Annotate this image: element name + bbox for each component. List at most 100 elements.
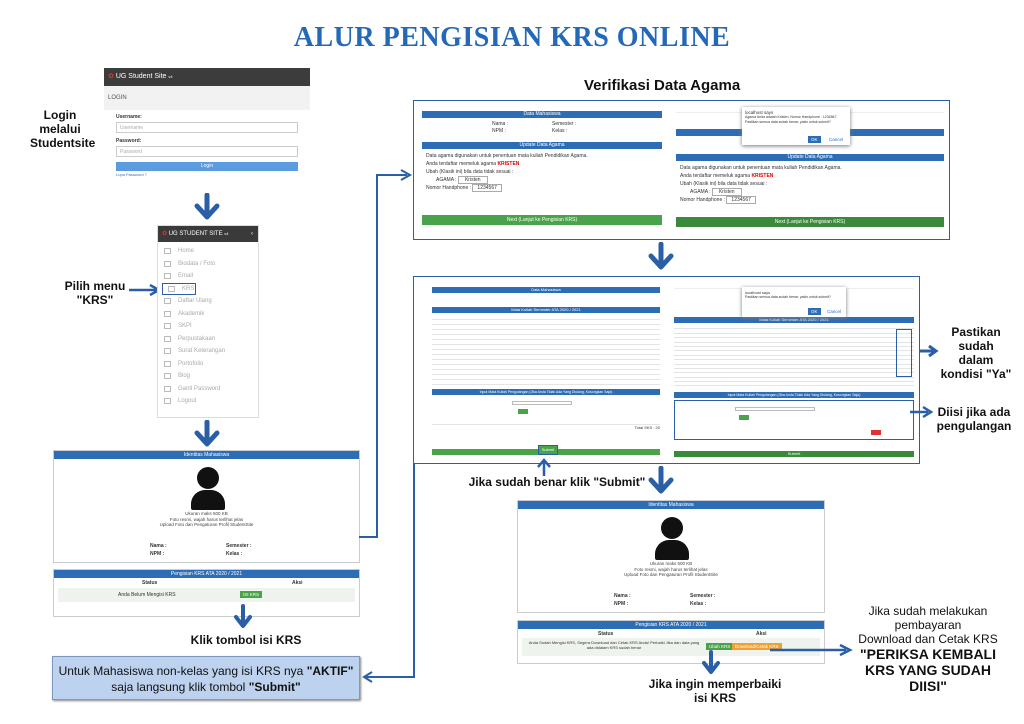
sidebar-item-daftar-ulang[interactable]: Daftar Ulang <box>158 295 258 308</box>
sidebar-item-label: Biodata / Foto <box>178 260 216 267</box>
sidebar-item-ganti-password[interactable]: Ganti Password <box>158 383 258 396</box>
sidebar-item-portofolio[interactable]: Portofolio <box>158 358 258 371</box>
menu-icon <box>164 373 171 379</box>
photo-note-1: Ukuran maks 500 KB <box>649 561 693 566</box>
arrow-right-icon <box>770 643 853 657</box>
download-krs-button[interactable]: Download/Cetak KRS <box>732 643 782 650</box>
ug-logo-icon: ✿ <box>108 73 114 80</box>
password-input[interactable]: Password <box>116 146 298 157</box>
table-row <box>432 355 660 360</box>
sidebar-item-surat-keterangan[interactable]: Surat Keterangan <box>158 345 258 358</box>
hp-input[interactable]: 1234567 <box>472 184 502 192</box>
sidebar-item-biodata-foto[interactable]: Biodata / Foto <box>158 258 258 271</box>
total-sks: Total SKS : 20 <box>634 425 660 430</box>
ubah-krs-button[interactable]: Ubah KRS <box>706 643 734 650</box>
agama-info-1: Data agama digunakan untuk penentuan mat… <box>680 165 842 171</box>
dialog-ok-button[interactable]: OK <box>808 136 821 143</box>
table-row <box>432 360 660 365</box>
kelas-label: Kelas : <box>226 551 243 557</box>
avatar-icon <box>191 467 225 510</box>
brand-name: UG Student Site <box>115 73 167 80</box>
table-row <box>432 320 660 325</box>
hp-input[interactable]: 1234567 <box>726 196 756 204</box>
login-button[interactable]: Login <box>116 162 298 171</box>
update-agama-header: Update Data Agama <box>676 154 944 161</box>
krs-form-right: Mata Kuliah Semester ATA 2020 / 2021 Inp… <box>674 283 914 457</box>
ulang-select[interactable] <box>735 407 815 412</box>
sidebar-item-logout[interactable]: Logout <box>158 395 258 408</box>
hapus-button[interactable] <box>871 430 881 436</box>
status-text: Anda Sudah Mengisi KRS, Segera Download … <box>528 640 700 650</box>
table-row <box>674 329 914 334</box>
username-input[interactable]: Username <box>116 122 298 133</box>
sidebar-item-label: Portofolio <box>178 360 204 367</box>
mk-table <box>674 323 914 388</box>
ulang-header: Input Mata Kuliah Pengulangan (Jika Anda… <box>674 392 914 399</box>
lupa-password-link[interactable]: Lupa Password ? <box>116 172 147 177</box>
ulang-select[interactable] <box>512 401 572 405</box>
table-row <box>674 373 914 378</box>
col-aksi: Aksi <box>756 631 767 637</box>
sidebar-item-email[interactable]: Email <box>158 270 258 283</box>
nama-label: Nama : <box>492 121 509 127</box>
dialog-body: Agama Anda adalah Kristen. Nomor Handpho… <box>745 115 838 124</box>
npm-label: NPM : <box>492 128 506 134</box>
table-row <box>674 325 914 330</box>
agama-value: KRISTEN <box>497 161 520 167</box>
ulang-add-button[interactable] <box>739 415 749 421</box>
connector-arrow-icon <box>362 457 415 683</box>
data-mahasiswa-header: Data Mahasiswa <box>432 287 660 293</box>
caption-verifikasi: Verifikasi Data Agama <box>584 77 741 94</box>
table-row <box>674 378 914 383</box>
agama-info-2: Anda terdaftar memeluk agama <box>680 173 751 179</box>
sidebar-item-label: Email <box>178 273 194 279</box>
sidebar-item-label: Akademik <box>178 310 205 317</box>
dialog-ok-button[interactable]: OK <box>808 308 821 315</box>
username-label: Username: <box>116 114 142 120</box>
sidebar-item-krs[interactable]: KRS <box>162 282 196 295</box>
agama-form-right: Update Data Agama Data agama digunakan u… <box>676 107 944 231</box>
dialog-cancel-button[interactable]: Cancel <box>829 137 844 142</box>
table-row <box>432 330 660 335</box>
next-button[interactable]: Next (Lanjut ke Pengisian KRS) <box>422 215 662 225</box>
submit-button[interactable]: Submit <box>538 445 558 455</box>
menu-icon <box>164 323 171 329</box>
table-row <box>674 365 914 369</box>
submit-button[interactable]: Submit <box>674 451 914 457</box>
agama-select[interactable]: Kristen <box>457 176 488 184</box>
caption-menu: Pilih menu "KRS" <box>64 279 126 307</box>
sidebar-item-skpi[interactable]: SKPI <box>158 320 258 333</box>
table-row <box>674 334 914 339</box>
page-title: ALUR PENGISIAN KRS ONLINE <box>293 22 731 53</box>
sidebar-item-home[interactable]: Home <box>158 245 258 258</box>
agama-select[interactable]: Kristen <box>711 188 742 196</box>
login-screenshot: ✿ UG Student Site v4 LOGIN Username: Use… <box>104 68 310 190</box>
caption-bayar: Jika sudah melakukan pembayaran Download… <box>858 604 998 646</box>
sidebar-item-blog[interactable]: Blog <box>158 370 258 383</box>
sidebar-item-akademik[interactable]: Akademik <box>158 308 258 321</box>
chevron-left-icon[interactable]: ‹ <box>251 231 253 237</box>
col-aksi: Aksi <box>292 580 303 586</box>
login-topbar: ✿ UG Student Site v4 <box>104 68 310 86</box>
photo-note-2: Foto resmi, wajah harus terlihat jelas <box>169 516 244 522</box>
note-nonkelas: Untuk Mahasiswa non-kelas yang isi KRS n… <box>52 656 360 700</box>
hp-label: Nomor Handphone : <box>426 185 472 191</box>
arrow-down-icon <box>234 604 252 628</box>
menu-icon <box>164 385 171 392</box>
dialog-cancel-button[interactable]: Cancel <box>827 309 842 314</box>
status-text: Anda Belum Mengisi KRS <box>118 592 176 598</box>
agama-info-3: Ubah (Klasik ini) bila data tidak sesuai… <box>680 181 768 187</box>
avatar-icon <box>655 517 689 560</box>
identitas-header: Identitas Mahasiswa <box>54 451 359 459</box>
pengisian-panel-2: Pengisian KRS ATA 2020 / 2021 Status Aks… <box>517 620 825 664</box>
connector-arrow-icon <box>359 169 413 538</box>
hp-label: Nomor Handphone : <box>680 197 726 203</box>
sidebar-item-perpustakaan[interactable]: Perpustakaan <box>158 333 258 346</box>
table-row <box>432 365 660 370</box>
ulang-add-button[interactable] <box>518 409 528 414</box>
agama-label: AGAMA : <box>690 189 711 195</box>
table-row <box>432 345 660 350</box>
next-button[interactable]: Next (Lanjut ke Pengisian KRS) <box>676 217 944 227</box>
isi-krs-button[interactable]: ISI KRS <box>240 591 263 598</box>
pengisian-panel: Pengisian KRS ATA 2020 / 2021 Status Aks… <box>53 569 360 617</box>
